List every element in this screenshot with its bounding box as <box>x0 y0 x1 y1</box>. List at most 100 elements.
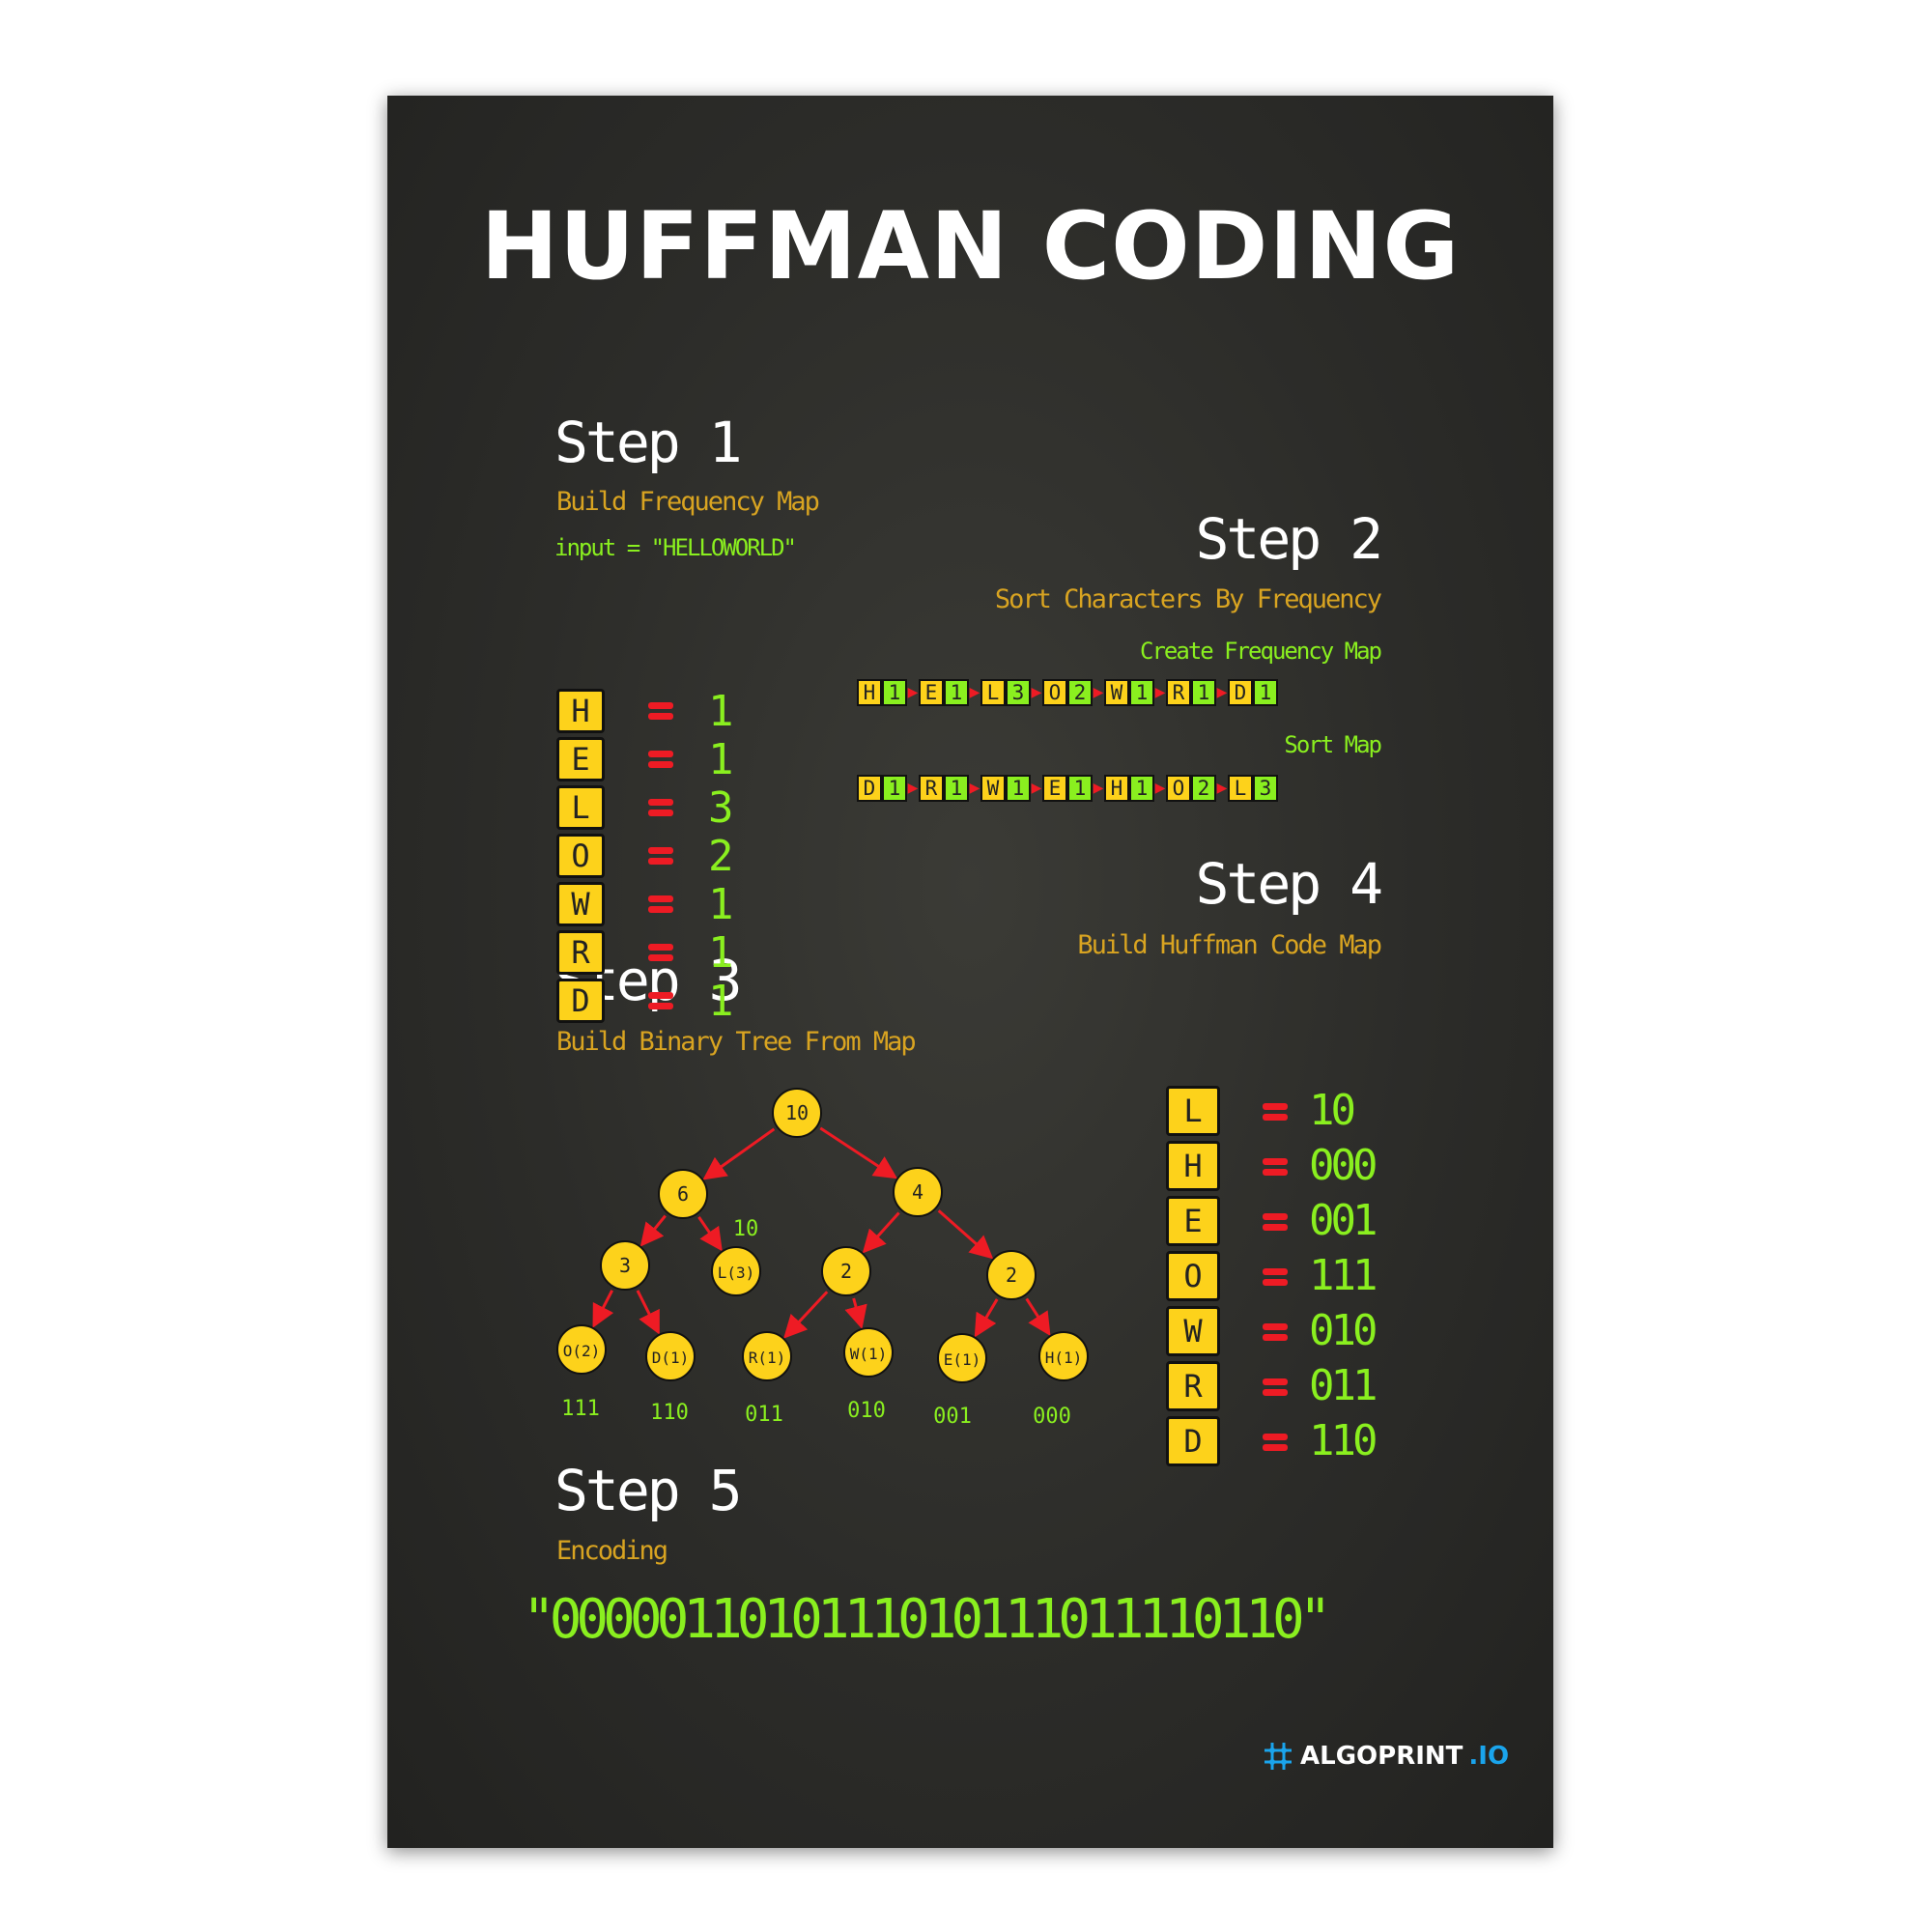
arrow-icon: ▶ <box>1093 685 1104 700</box>
equals-icon <box>648 988 677 1013</box>
tree-node <box>645 1331 696 1381</box>
arrow-icon: ▶ <box>1154 685 1166 700</box>
huffman-code: 000 <box>1309 1141 1378 1190</box>
map-count: 2 <box>1067 679 1093 706</box>
map-char: H <box>1104 775 1129 802</box>
step4-heading: Step 4 <box>1195 851 1383 917</box>
tree-edge <box>844 1297 867 1329</box>
tree-edge <box>783 1291 829 1339</box>
arrow-icon: ▶ <box>1154 781 1166 796</box>
arrow-icon: ▶ <box>1031 685 1042 700</box>
tree-edge <box>937 1209 994 1260</box>
map-char: E <box>919 679 944 706</box>
huffman-code: 001 <box>1309 1196 1378 1245</box>
tree-node-label: W(1) <box>850 1345 888 1363</box>
frequency-value: 1 <box>708 880 734 929</box>
tree-edge <box>639 1214 667 1247</box>
arrow-icon: ▶ <box>1093 781 1104 796</box>
frequency-value: 2 <box>708 832 734 881</box>
step1-subtitle: Build Frequency Map <box>556 487 820 517</box>
tree-node <box>1038 1331 1089 1381</box>
char-tile: O <box>556 834 605 878</box>
map-count: 1 <box>882 775 907 802</box>
encoded-output: "0000011010111010111011110110" <box>523 1588 1331 1651</box>
equals-icon <box>1263 1375 1292 1400</box>
tree-code-label: 110 <box>650 1401 689 1425</box>
char-tile: H <box>1166 1141 1220 1191</box>
tree-node-label: R(1) <box>749 1349 786 1367</box>
equals-icon <box>1263 1320 1292 1345</box>
arrow-icon: ▶ <box>969 685 980 700</box>
map-count: 3 <box>1006 679 1031 706</box>
tree-node <box>742 1331 792 1381</box>
huffman-code: 110 <box>1309 1416 1378 1465</box>
equals-icon <box>1263 1209 1292 1235</box>
tree-node-label: H(1) <box>1045 1349 1083 1367</box>
frequency-value: 1 <box>708 977 734 1026</box>
equals-icon <box>1263 1430 1292 1455</box>
tree-code-label: 001 <box>933 1405 972 1429</box>
tree-node <box>893 1167 943 1217</box>
map-count: 1 <box>1129 775 1154 802</box>
map-count: 2 <box>1191 775 1216 802</box>
step5-subtitle: Encoding <box>556 1536 668 1566</box>
tree-node-label: L(3) <box>718 1264 755 1282</box>
equals-icon <box>648 843 677 868</box>
tree-code-label: 111 <box>561 1397 600 1421</box>
hash-grid-icon <box>1264 1743 1292 1770</box>
huffman-code: 011 <box>1309 1361 1378 1410</box>
poster: HUFFMAN CODING Step 1 Build Frequency Ma… <box>387 96 1553 1848</box>
arrow-icon: ▶ <box>969 781 980 796</box>
step2-heading: Step 2 <box>1195 506 1383 572</box>
map-count: 1 <box>1006 775 1031 802</box>
arrow-icon: ▶ <box>1031 781 1042 796</box>
tree-edge <box>974 1298 999 1338</box>
tree-node-label: O(2) <box>563 1342 601 1360</box>
map-char: D <box>1228 679 1253 706</box>
tree-edge <box>702 1127 776 1180</box>
map-char: L <box>980 679 1006 706</box>
tree-node-label: 3 <box>619 1254 631 1277</box>
map-count: 1 <box>1129 679 1154 706</box>
tree-code-label: 10 <box>733 1217 759 1241</box>
char-tile: L <box>1166 1086 1220 1136</box>
map-char: H <box>857 679 882 706</box>
map-char: R <box>1166 679 1191 706</box>
step4-subtitle: Build Huffman Code Map <box>1077 930 1382 960</box>
char-tile: W <box>1166 1306 1220 1356</box>
tree-edge <box>697 1216 723 1252</box>
equals-icon <box>648 698 677 724</box>
map-count: 1 <box>1191 679 1216 706</box>
huffman-code: 111 <box>1309 1251 1378 1300</box>
tree-node <box>843 1327 894 1378</box>
char-tile: R <box>556 930 605 975</box>
frequency-value: 1 <box>708 687 734 736</box>
map-char: L <box>1228 775 1253 802</box>
equals-icon <box>648 892 677 917</box>
step1-input: input = "HELLOWORLD" <box>554 534 797 561</box>
char-tile: E <box>1166 1196 1220 1246</box>
tree-node-label: 2 <box>1006 1264 1017 1287</box>
step3-subtitle: Build Binary Tree From Map <box>556 1027 917 1057</box>
logo-tld: .IO <box>1468 1742 1510 1771</box>
step5-heading: Step 5 <box>554 1458 743 1523</box>
char-tile: E <box>556 737 605 781</box>
equals-icon <box>648 940 677 965</box>
arrow-icon: ▶ <box>1216 685 1228 700</box>
tree-node <box>600 1240 650 1291</box>
sort-map-label: Sort Map <box>1284 731 1382 758</box>
create-map-label: Create Frequency Map <box>1140 638 1382 665</box>
char-tile: H <box>556 689 605 733</box>
